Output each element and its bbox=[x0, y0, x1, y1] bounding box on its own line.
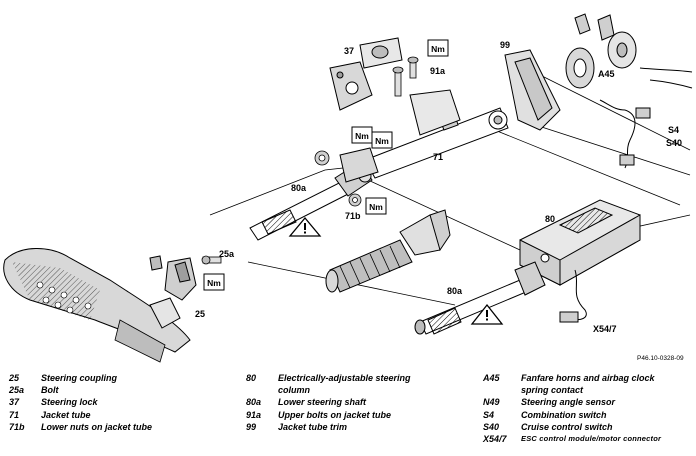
legend-key: A45 bbox=[483, 373, 500, 383]
legend-desc: Steering angle sensor bbox=[521, 397, 616, 408]
callout-37: 37 bbox=[344, 46, 354, 56]
jacket-tube bbox=[339, 89, 509, 183]
callout-99: 99 bbox=[500, 40, 510, 50]
legend-key: 37 bbox=[9, 397, 20, 408]
legend-row: 80 Electrically-adjustable steering colum… bbox=[246, 372, 428, 396]
legend-desc: Fanfare horns and airbag clock spring co… bbox=[521, 373, 655, 396]
legend-row: 25 Steering coupling bbox=[9, 372, 152, 384]
exploded-steering-diagram: Nm Nm Nm Nm Nm 37 91a 99 A45 S4 S40 71 8… bbox=[3, 13, 693, 363]
legend-desc: Combination switch bbox=[521, 409, 607, 420]
callout-91a: 91a bbox=[430, 66, 446, 76]
legend-row: N49 Steering angle sensor bbox=[483, 396, 671, 408]
legend-desc: Cruise control switch bbox=[521, 421, 613, 432]
legend-desc: ESC control module/motor connector bbox=[521, 434, 662, 444]
svg-text:Nm: Nm bbox=[375, 136, 389, 146]
coupling-bolt bbox=[201, 255, 222, 265]
legend-key: 71 bbox=[9, 409, 20, 420]
legend-row: S40 Cruise control switch bbox=[483, 421, 671, 433]
torque-box-3: Nm bbox=[371, 131, 393, 149]
callout-25: 25 bbox=[195, 309, 205, 319]
callout-X54-7: X54/7 bbox=[593, 324, 617, 334]
legend-row: S4 Combination switch bbox=[483, 409, 671, 421]
steering-coupling bbox=[149, 255, 197, 329]
legend-key: 80a bbox=[246, 397, 262, 408]
legend-key: 25a bbox=[9, 385, 25, 396]
legend-key: S40 bbox=[483, 421, 500, 432]
legend-row: 71b Lower nuts on jacket tube bbox=[9, 421, 152, 433]
upper-jacket-bolts bbox=[392, 56, 419, 97]
rubber-bellows bbox=[325, 209, 451, 293]
svg-text:Nm: Nm bbox=[355, 131, 369, 141]
callout-S40: S40 bbox=[666, 138, 682, 148]
callout-71: 71 bbox=[433, 152, 443, 162]
legend-row: X54/7 ESC control module/motor connector bbox=[483, 433, 671, 445]
svg-text:Nm: Nm bbox=[207, 278, 221, 288]
legend-desc: Upper bolts on jacket tube bbox=[278, 409, 392, 420]
legend-desc: Steering coupling bbox=[41, 373, 118, 383]
switch-wiring bbox=[599, 99, 651, 169]
electric-steering-column bbox=[519, 199, 641, 323]
lower-jacket-nuts bbox=[314, 150, 362, 207]
legend-desc: Bolt bbox=[41, 385, 59, 396]
callout-A45: A45 bbox=[598, 69, 615, 79]
steering-lock bbox=[329, 37, 403, 111]
callout-80: 80 bbox=[545, 214, 555, 224]
figure-reference-number: P46.10-0328-09 bbox=[637, 355, 684, 362]
callout-S4: S4 bbox=[668, 125, 679, 135]
legend-key: S4 bbox=[483, 409, 495, 420]
legend-desc: Steering lock bbox=[41, 397, 98, 408]
legend-key: N49 bbox=[483, 397, 500, 408]
callout-80a-upper: 80a bbox=[291, 183, 307, 193]
clock-spring-contact bbox=[565, 13, 693, 89]
legend-desc: Jacket tube bbox=[41, 409, 91, 420]
legend-column-2: 80 Electrically-adjustable steering colum… bbox=[246, 372, 428, 433]
callout-80a-lower: 80a bbox=[447, 286, 463, 296]
svg-text:Nm: Nm bbox=[431, 44, 445, 54]
torque-box-4: Nm bbox=[365, 197, 387, 215]
legend-key: 71b bbox=[9, 421, 25, 432]
legend-desc: Lower steering shaft bbox=[278, 397, 367, 408]
legend-key: 25 bbox=[9, 373, 20, 383]
legend-key: 99 bbox=[246, 421, 257, 432]
legend-row: 37 Steering lock bbox=[9, 396, 152, 408]
callout-71b: 71b bbox=[345, 211, 361, 221]
callout-25a: 25a bbox=[219, 249, 235, 259]
torque-box-2: Nm bbox=[351, 126, 373, 144]
torque-box-5: Nm bbox=[203, 273, 225, 291]
legend-key: 91a bbox=[246, 409, 262, 420]
steering-rack bbox=[3, 248, 191, 363]
legend-desc: Jacket tube trim bbox=[278, 421, 348, 432]
legend-row: 91a Upper bolts on jacket tube bbox=[246, 409, 428, 421]
warning-triangle-upper bbox=[288, 216, 322, 237]
legend-key: 80 bbox=[246, 373, 257, 383]
legend-row: A45 Fanfare horns and airbag clock spring… bbox=[483, 372, 671, 396]
lower-steering-shaft-lower bbox=[414, 261, 546, 335]
legend-column-3: A45 Fanfare horns and airbag clock spring… bbox=[483, 372, 671, 445]
legend-row: 71 Jacket tube bbox=[9, 409, 152, 421]
legend-column-1: 25 Steering coupling 25a Bolt 37 Steering l… bbox=[9, 372, 152, 433]
jacket-tube-trim bbox=[504, 49, 561, 131]
legend-desc: Lower nuts on jacket tube bbox=[41, 421, 153, 432]
legend-key: X54/7 bbox=[483, 434, 507, 445]
legend-row: 25a Bolt bbox=[9, 384, 152, 396]
legend-row: 80a Lower steering shaft bbox=[246, 396, 428, 408]
legend-row: 99 Jacket tube trim bbox=[246, 421, 428, 433]
torque-box-1: Nm bbox=[427, 39, 449, 57]
warning-triangle-lower bbox=[470, 303, 504, 325]
legend-desc: Electrically-adjustable steering column bbox=[278, 373, 411, 396]
svg-text:Nm: Nm bbox=[369, 202, 383, 212]
